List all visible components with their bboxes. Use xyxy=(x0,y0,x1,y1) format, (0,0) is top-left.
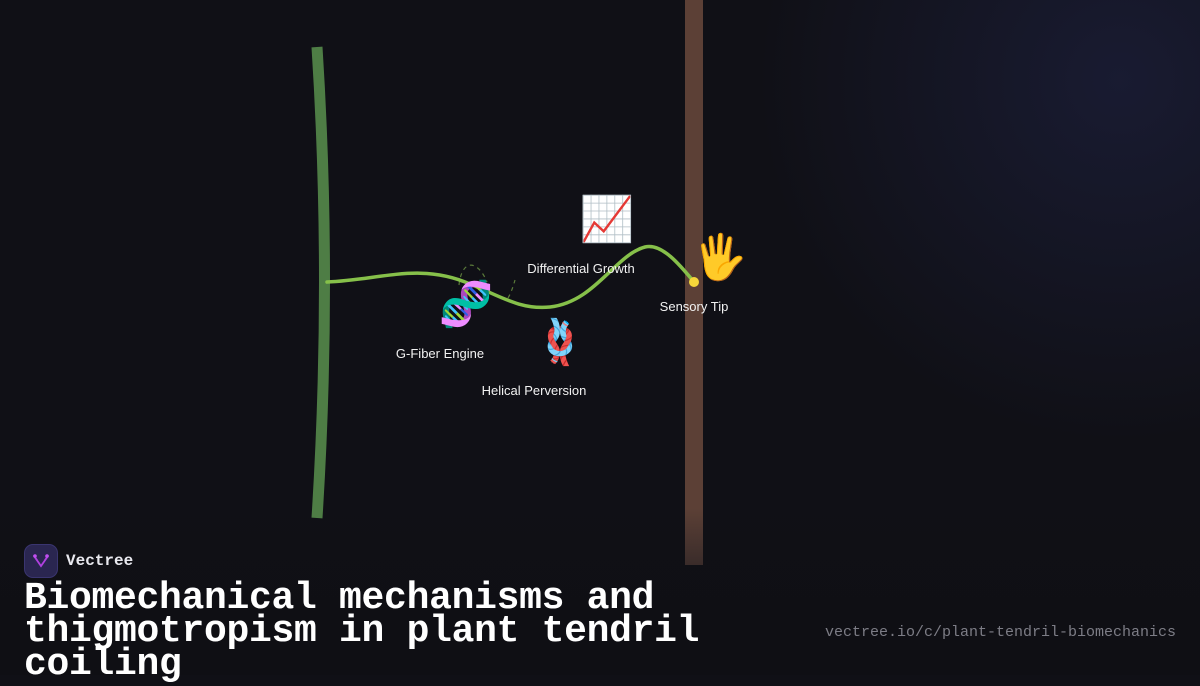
dna-icon: 🧬 xyxy=(438,279,494,330)
helix-hint-arc xyxy=(507,279,516,299)
vectree-logo-icon xyxy=(24,544,58,578)
raised-hand-icon: 🖐️ xyxy=(692,232,748,283)
chart-increasing-icon: 📈 xyxy=(579,194,635,245)
node-label-helical-perversion: Helical Perversion xyxy=(481,383,587,398)
node-label-sensory-tip: Sensory Tip xyxy=(659,299,729,314)
tendril-path xyxy=(325,244,696,310)
node-label-g-fiber-engine: G-Fiber Engine xyxy=(395,346,485,361)
helix-hint-arc xyxy=(458,264,488,286)
node-label-differential-growth: Differential Growth xyxy=(527,261,635,276)
plant-stem xyxy=(311,46,330,519)
knot-icon: 🪢 xyxy=(532,317,588,368)
brand: Vectree xyxy=(24,544,133,578)
source-url[interactable]: vectree.io/c/plant-tendril-biomechanics xyxy=(824,624,1176,641)
brand-name: Vectree xyxy=(66,552,134,570)
sensory-tip-dot xyxy=(689,277,699,287)
page-title: Biomechanical mechanisms and thigmotropi… xyxy=(24,577,700,686)
